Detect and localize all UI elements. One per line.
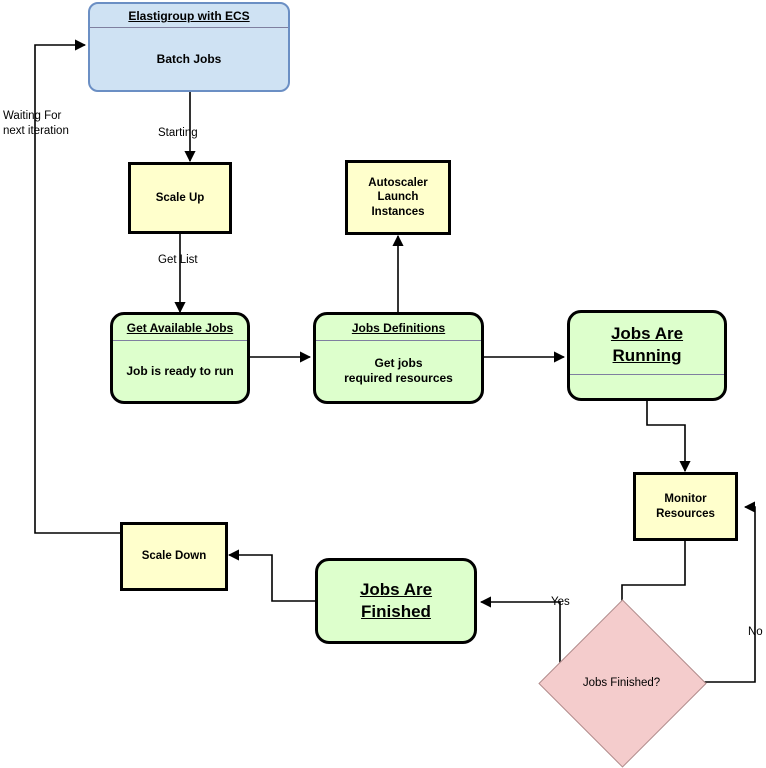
edge-label-no: No <box>748 626 763 638</box>
node-title: Get Available Jobs <box>126 321 234 335</box>
node-body <box>570 375 724 398</box>
node-divider <box>113 340 247 341</box>
node-title: Elastigroup with ECS <box>128 9 250 23</box>
edge-label-starting: Starting <box>158 127 198 139</box>
edge-jobsarerunning-to-monitorresources <box>646 401 691 473</box>
node-body: Scale Down <box>141 550 207 563</box>
flowchart-canvas: Elastigroup with ECS Batch Jobs Scale Up… <box>3 2 763 768</box>
node-title: Jobs Definitions <box>351 321 446 335</box>
node-get-available-jobs[interactable]: Get Available Jobs Job is ready to run <box>110 312 250 404</box>
node-divider <box>316 340 481 341</box>
node-elastigroup-with-ecs[interactable]: Elastigroup with ECS Batch Jobs <box>88 2 290 92</box>
edge-label-yes: Yes <box>551 596 570 608</box>
node-divider <box>90 27 288 28</box>
edge-jobsarefinished-to-scaledown <box>227 549 315 602</box>
node-scale-down[interactable]: Scale Down <box>120 522 228 591</box>
node-body: Job is ready to run <box>126 363 234 378</box>
edge-label-get-list: Get List <box>158 254 198 266</box>
node-label: Jobs Finished? <box>582 676 661 689</box>
node-body: Batch Jobs <box>156 51 222 66</box>
node-scale-up[interactable]: Scale Up <box>128 162 232 234</box>
node-jobs-finished-decision[interactable]: Jobs Finished? <box>538 599 707 768</box>
node-divider <box>570 373 724 375</box>
node-body: Scale Up <box>155 191 205 204</box>
